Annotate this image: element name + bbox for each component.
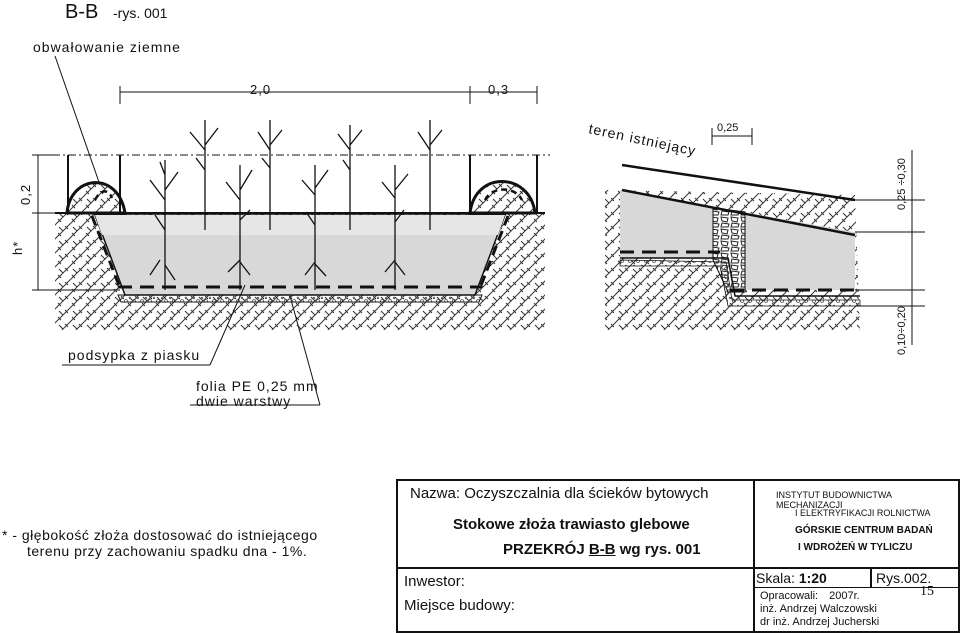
section-title-suffix: wg rys. 001 xyxy=(615,541,701,558)
embankment-right xyxy=(468,180,537,215)
footnote-line2: terenu przy zachowaniu spadku dna - 1%. xyxy=(27,543,308,559)
title-divider-sheet xyxy=(870,567,872,587)
scale: Skala: 1:20 xyxy=(756,570,827,586)
reed-plants xyxy=(149,120,443,290)
dimension-base-range: 0,10÷0,20 xyxy=(896,306,908,355)
drawing-subtitle: Stokowe złoża trawiasto glebowe xyxy=(453,516,690,533)
section-code: B-B xyxy=(65,1,98,23)
embankment-label: obwałowanie ziemne xyxy=(33,39,181,55)
prepared-year: 2007r. xyxy=(829,590,860,602)
institute-line3: GÓRSKIE CENTRUM BADAŃ xyxy=(795,525,933,536)
sand-bedding xyxy=(117,294,483,303)
dimension-offset: 0,25 xyxy=(717,122,738,134)
dimension-slope-range: 0,25 ÷0,30 xyxy=(896,158,908,210)
sand-bedding-label: podsypka z piasku xyxy=(68,347,200,363)
drawing-number: Rys.002. xyxy=(876,570,932,586)
title-divider-sheet-h xyxy=(753,587,958,588)
footnote-line1: * - głębokość złoża dostosować do istnie… xyxy=(2,527,318,543)
scale-label: Skala: xyxy=(756,570,795,586)
dimension-height-embankment: 0,2 xyxy=(18,184,33,205)
footnote: * - głębokość złoża dostosować do istnie… xyxy=(2,527,392,559)
title-block: Nazwa: Oczyszczalnia dla ścieków bytowyc… xyxy=(396,479,960,633)
sheet-number: 15 xyxy=(920,584,934,599)
foil-label-line1: folia PE 0,25 mm xyxy=(196,378,319,394)
author-1: inż. Andrzej Walczowski xyxy=(760,603,877,615)
foil-label-line2: dwie warstwy xyxy=(196,393,291,409)
investor-label: Inwestor: xyxy=(404,573,465,590)
prepared-label: Opracowali: xyxy=(760,590,819,602)
project-name-value: Oczyszczalnia dla ścieków bytowych xyxy=(464,485,709,502)
institute-line4: I WDROŻEŃ W TYLICZU xyxy=(798,542,913,553)
dimension-depth: h* xyxy=(10,241,25,255)
existing-ground-label: teren istniejący xyxy=(587,120,697,158)
section-title-code: B-B xyxy=(588,541,616,558)
prepared-by: Opracowali: 2007r. xyxy=(760,590,860,602)
section-ref: -rys. 001 xyxy=(113,5,168,21)
section-title-prefix: PRZEKRÓJ xyxy=(503,541,589,558)
author-2: dr inż. Andrzej Jucherski xyxy=(760,616,880,628)
title-divider-vertical xyxy=(753,481,755,631)
dimension-width-side: 0,3 xyxy=(488,82,509,97)
dimension-width-main: 2,0 xyxy=(250,82,271,97)
institute-line2: I ELEKTRYFIKACJI ROLNICTWA xyxy=(795,508,931,518)
institute-line1: INSTYTUT BUDOWNICTWA MECHANIZACJI xyxy=(776,490,892,510)
drawing-section-title: PRZEKRÓJ B-B wg rys. 001 xyxy=(503,541,701,558)
project-name-label: Nazwa: xyxy=(410,485,461,502)
scale-value: 1:20 xyxy=(798,570,827,586)
site-label: Miejsce budowy: xyxy=(404,597,515,614)
title-divider-horizontal xyxy=(398,567,958,569)
project-name: Nazwa: Oczyszczalnia dla ścieków bytowyc… xyxy=(410,485,708,502)
